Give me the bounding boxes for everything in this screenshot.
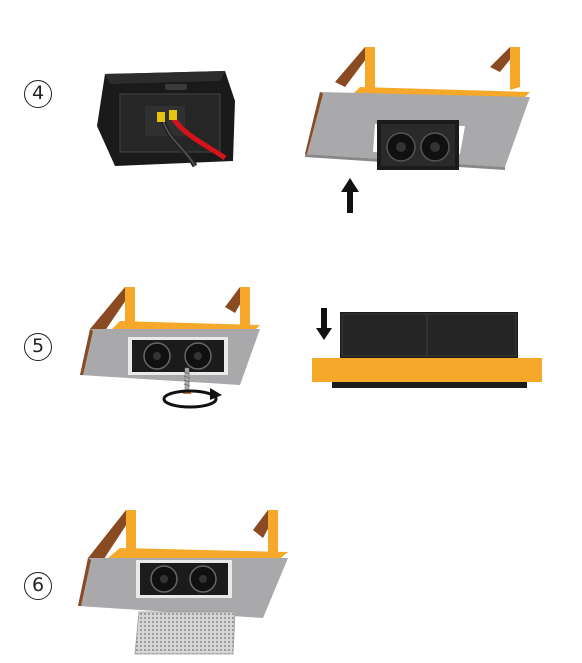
speaker-installed-icon <box>80 287 260 385</box>
grille-icon <box>134 611 236 655</box>
step-4-number: 4 <box>24 80 52 108</box>
speaker-enclosure-icon <box>97 71 235 168</box>
speaker-installed-icon <box>78 510 288 618</box>
push-down-arrow-icon <box>316 308 332 340</box>
push-up-arrow-icon <box>341 178 359 213</box>
speaker-side-view-icon <box>312 312 542 388</box>
ceiling-cutout-icon <box>305 47 530 170</box>
step-5-number: 5 <box>24 333 52 361</box>
step-6-number: 6 <box>24 572 52 600</box>
rotate-arrow-icon <box>162 388 222 409</box>
